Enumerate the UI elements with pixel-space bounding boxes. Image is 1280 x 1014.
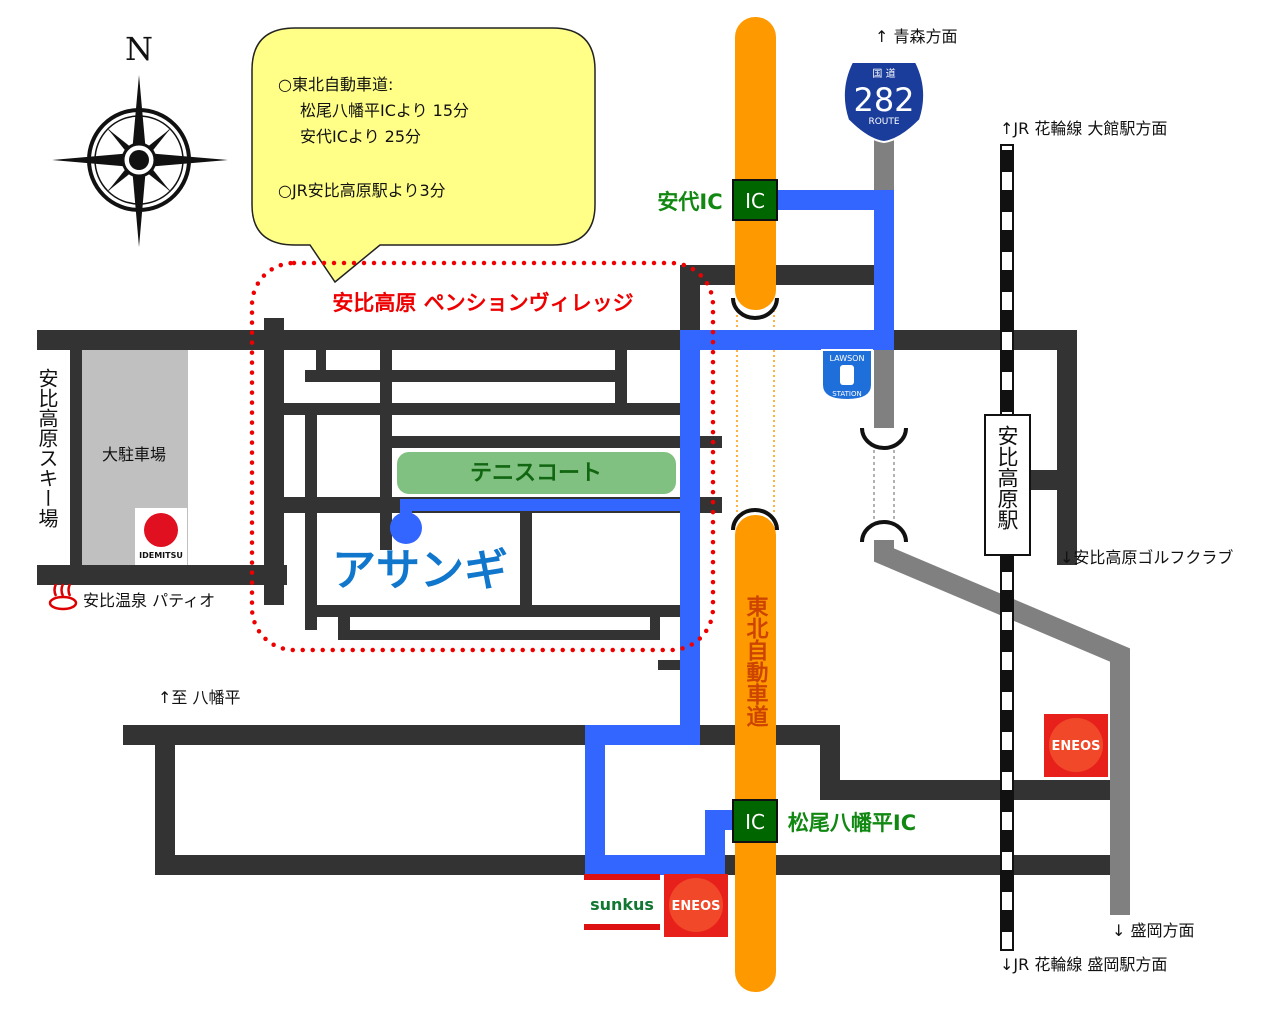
info-line-station: ○JR安比高原駅より3分 xyxy=(278,181,446,200)
direction-golf-club: ↓安比高原ゴルフクラブ xyxy=(1060,548,1233,567)
info-bubble: ○東北自動車道: 松尾八幡平ICより 15分 安代ICより 25分 ○JR安比高… xyxy=(251,27,596,284)
station-box xyxy=(984,414,1031,556)
onsen-label: 安比温泉 パティオ xyxy=(83,591,215,610)
compass-rose-icon xyxy=(52,75,228,247)
svg-text:ENEOS: ENEOS xyxy=(1051,739,1100,754)
pension-village-title: 安比高原 ペンションヴィレッジ xyxy=(332,291,633,315)
eneos-logo: ENEOS xyxy=(664,874,728,937)
hot-spring-icon xyxy=(48,583,78,611)
direction-jr-morioka: ↓JR 花輪線 盛岡駅方面 xyxy=(1000,955,1167,974)
svg-text:IDEMITSU: IDEMITSU xyxy=(139,551,183,560)
north-label: N xyxy=(125,30,153,68)
direction-aomori: ↑ 青森方面 xyxy=(875,27,958,46)
sunkus-logo: sunkus xyxy=(584,874,660,932)
expressway-label: 東北自動車道 xyxy=(743,595,769,727)
direction-morioka: ↓ 盛岡方面 xyxy=(1112,921,1195,940)
svg-text:282: 282 xyxy=(853,81,914,119)
lawson-station-logo: LAWSON STATION xyxy=(821,349,873,402)
idemitsu-logo: IDEMITSU xyxy=(135,508,187,565)
svg-text:LAWSON: LAWSON xyxy=(830,354,865,363)
matsuo-ic-label: 松尾八幡平IC xyxy=(788,811,916,835)
svg-text:IC: IC xyxy=(745,189,765,213)
asangi-logo[interactable]: アサンギ xyxy=(332,545,508,596)
svg-text:ENEOS: ENEOS xyxy=(671,899,720,914)
tennis-court-label: テニスコート xyxy=(470,461,602,486)
ic-ashiro: IC xyxy=(732,179,778,221)
tennis-court xyxy=(397,452,676,494)
svg-text:ROUTE: ROUTE xyxy=(868,117,899,127)
ski-area-label: 安比高原スキー場 xyxy=(35,368,59,528)
ic-matsuo-hachimantai: IC xyxy=(732,799,778,843)
parking-label: 大駐車場 xyxy=(102,445,166,464)
pension-village-outline xyxy=(249,260,716,653)
svg-text:sunkus: sunkus xyxy=(590,895,654,914)
ashiro-ic-label: 安代IC xyxy=(657,190,722,214)
route-282-shield-icon: 国 道 282 ROUTE xyxy=(842,61,926,144)
local-roads xyxy=(37,265,1110,875)
info-line-matsuo: 松尾八幡平ICより 15分 xyxy=(300,101,469,120)
direction-hachimantai: ↑至 八幡平 xyxy=(158,688,241,707)
info-line-expressway: ○東北自動車道: xyxy=(278,75,393,94)
eneos-logo: ENEOS xyxy=(1044,714,1108,777)
direction-jr-odate: ↑JR 花輪線 大館駅方面 xyxy=(1000,119,1167,138)
info-line-ashiro: 安代ICより 25分 xyxy=(300,127,421,146)
svg-text:STATION: STATION xyxy=(832,390,862,398)
svg-text:国 道: 国 道 xyxy=(872,67,895,80)
pension-location-marker xyxy=(390,512,422,544)
svg-text:IC: IC xyxy=(745,810,765,834)
tohoku-expressway xyxy=(731,17,779,992)
station-label: 安比高原駅 xyxy=(995,425,1019,530)
